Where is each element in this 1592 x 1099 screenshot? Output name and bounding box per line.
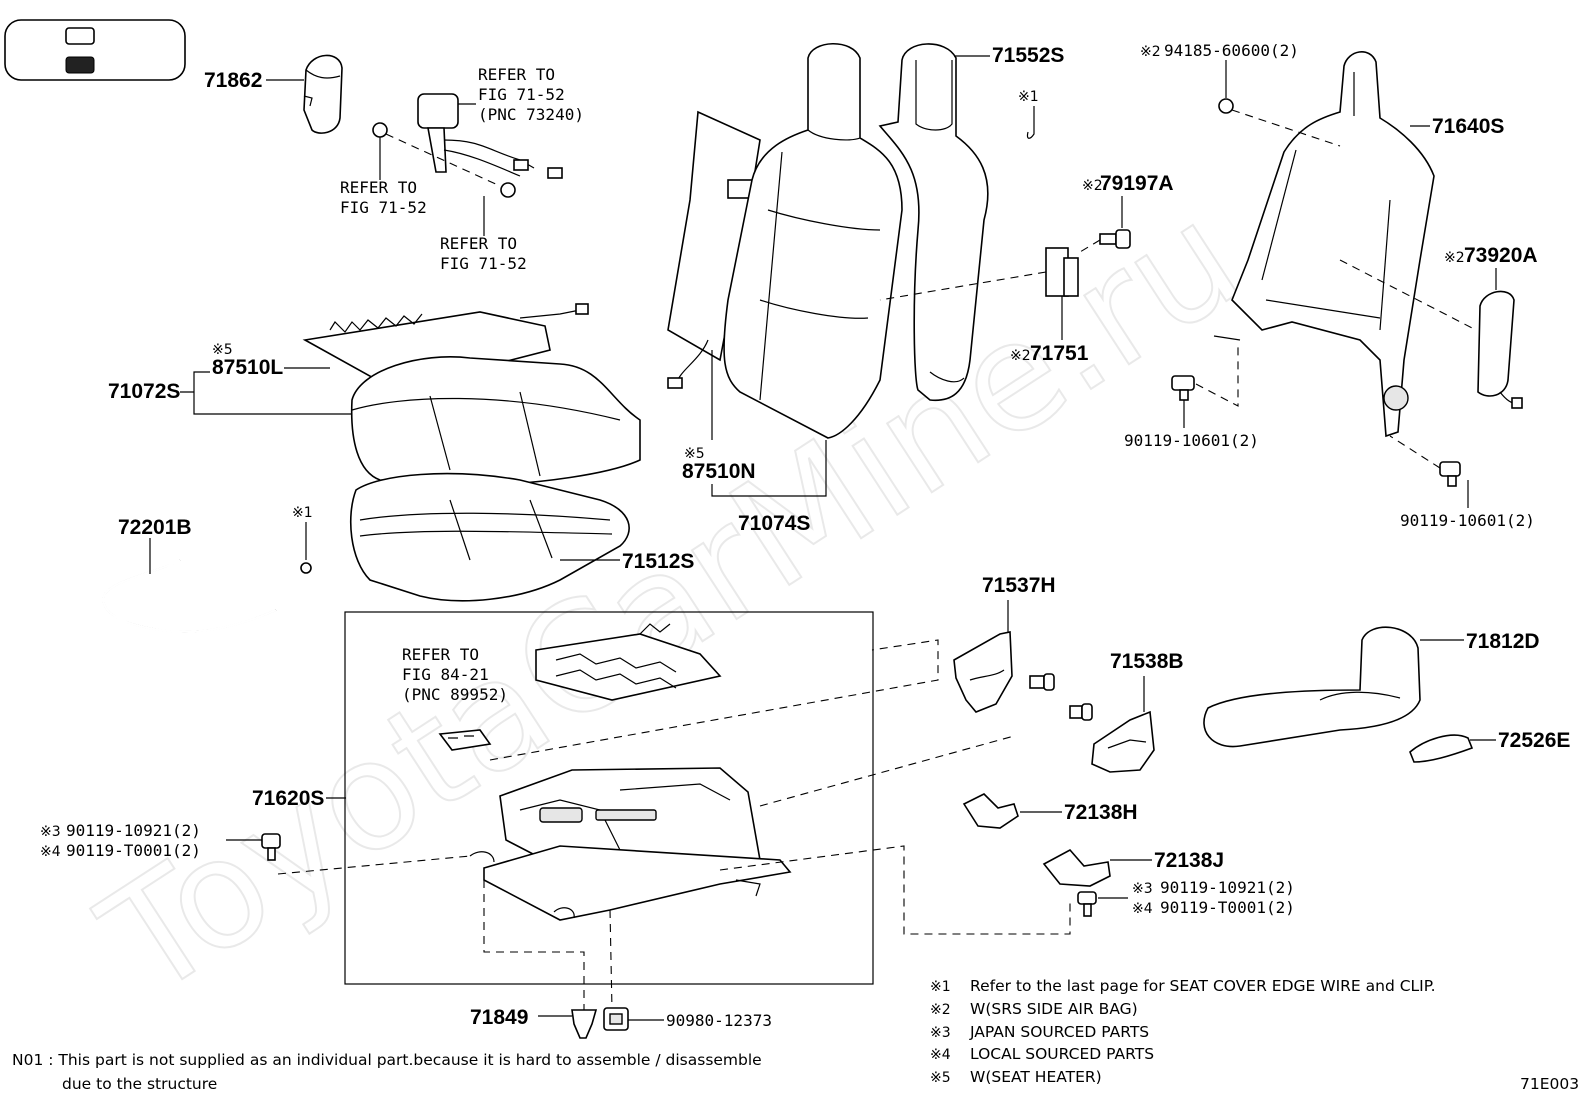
refer-heater-line2: FIG 84-21 [402,665,489,684]
legend-text-2: W(SRS SIDE AIR BAG) [970,1000,1138,1018]
nut-icon [372,122,388,138]
seat-side-shield-icon [1203,626,1421,748]
part-label-73920A: 73920A [1464,244,1538,267]
part-label-72138J: 72138J [1154,849,1224,872]
refer-b-line2: FIG 71-52 [440,254,527,273]
cap-icon [571,1009,598,1039]
part-label-71751: 71751 [1030,342,1089,365]
part-label-90119-10601-a: 90119-10601(2) [1124,431,1259,450]
nut-icon [500,182,516,198]
seat-back-cover-icon [723,43,903,439]
refer-heater-line3: (PNC 89952) [402,685,508,704]
legend-mark-4: ※4 [930,1047,951,1063]
refer-belt-line3: (PNC 73240) [478,105,584,124]
mark-87510L: ※5 [212,342,233,358]
mark-90119-10921-r: ※3 [1132,881,1153,897]
nut-icon [1218,98,1234,114]
refer-b-line1: REFER TO [440,234,517,253]
part-label-71862: 71862 [204,69,262,92]
part-label-71552S: 71552S [992,44,1064,67]
part-label-71812D: 71812D [1466,630,1540,653]
bolt-icon [1439,461,1461,487]
legend-text-1: Refer to the last page for SEAT COVER ED… [970,977,1436,995]
heater-connector-icon [438,729,492,751]
legend-text-5: W(SEAT HEATER) [970,1068,1102,1086]
part-label-90980-12373: 90980-12373 [666,1011,772,1030]
part-label-72526E: 72526E [1498,729,1570,752]
headrest-cover-icon [303,54,343,134]
part-label-71640S: 71640S [1432,115,1504,138]
seat-spring-icon [535,623,722,701]
part-label-71537H: 71537H [982,574,1056,597]
refer-belt-line1: REFER TO [478,65,555,84]
seat-cushion-shield-inner-icon [953,631,1013,713]
legend-mark-3: ※3 [930,1025,951,1041]
seat-heater-pad-icon [302,303,589,391]
refer-heater-line1: REFER TO [402,645,479,664]
legend-mark-5: ※5 [930,1070,951,1086]
part-label-87510L: 87510L [212,356,283,379]
vehicle-icon [4,19,186,81]
seat-cushion-shield-outer-icon [1091,710,1155,773]
seat-back-pad-icon [878,43,989,402]
bolt-icon [1077,891,1097,917]
legend-mark-2: ※2 [930,1002,951,1018]
clip-icon [300,562,312,574]
seat-cushion-pad-icon [349,472,630,602]
seat-belt-buckle-icon [417,93,563,179]
screw-icon [1029,673,1055,691]
mark-71751: ※2 [1010,348,1031,364]
lever-knob-icon [1409,734,1474,763]
part-label-90119-T0001-r: 90119-T0001(2) [1160,898,1295,917]
mark-94185: ※2 [1140,44,1161,60]
mark-90119-T0001-l: ※4 [40,844,61,860]
sheet-code: 71E003 [1520,1075,1579,1093]
seat-back-frame-icon [1213,51,1435,438]
part-label-90119-10601-b: 90119-10601(2) [1400,511,1535,530]
bolt-icon [1171,375,1195,401]
mark-clip-b: ※1 [1018,89,1039,105]
mark-79197A: ※2 [1082,178,1103,194]
side-airbag-icon [1477,290,1523,409]
mark-73920A: ※2 [1444,250,1465,266]
legend-text-3: JAPAN SOURCED PARTS [969,1023,1149,1041]
part-label-72138H: 72138H [1064,801,1138,824]
refer-a-line2: FIG 71-52 [340,198,427,217]
part-label-71849: 71849 [470,1006,528,1029]
cushion-bracket-inner-icon [962,793,1019,829]
part-label-90119-10921-r: 90119-10921(2) [1160,878,1295,897]
part-label-72201B: 72201B [118,516,192,539]
connector-clip-icon [603,1007,629,1031]
cushion-bracket-outer-icon [1042,848,1111,887]
part-label-71620S: 71620S [252,787,324,810]
bolt-icon [261,833,281,861]
mark-clip-a: ※1 [292,505,313,521]
part-label-87510N: 87510N [682,460,756,483]
legend-text-4: LOCAL SOURCED PARTS [970,1045,1154,1063]
footnote-line2: due to the structure [62,1075,217,1093]
airbag-bracket-icon [1045,247,1079,297]
part-label-71538B: 71538B [1110,650,1184,673]
mark-87510N: ※5 [684,446,705,462]
part-label-71512S: 71512S [622,550,694,573]
mark-90119-T0001-r: ※4 [1132,901,1153,917]
part-label-79197A: 79197A [1100,172,1174,195]
seat-cushion-cover-icon [350,356,641,487]
part-label-90119-T0001-l: 90119-T0001(2) [66,841,201,860]
part-label-71074S: 71074S [738,512,810,535]
refer-a-line1: REFER TO [340,178,417,197]
legend: ※1 Refer to the last page for SEAT COVER… [930,977,1436,1086]
seat-adjuster-icon [469,767,792,921]
part-label-90119-10921-l: 90119-10921(2) [66,821,201,840]
bolt-icon [1099,229,1131,249]
part-label-71072S: 71072S [108,380,180,403]
mark-90119-10921-l: ※3 [40,824,61,840]
refer-belt-line2: FIG 71-52 [478,85,565,104]
part-label-94185-60600: 94185-60600(2) [1164,41,1299,60]
footnote-line1: N01 : This part is not supplied as an in… [12,1051,762,1069]
legend-mark-1: ※1 [930,979,951,995]
screw-icon [1069,703,1093,721]
